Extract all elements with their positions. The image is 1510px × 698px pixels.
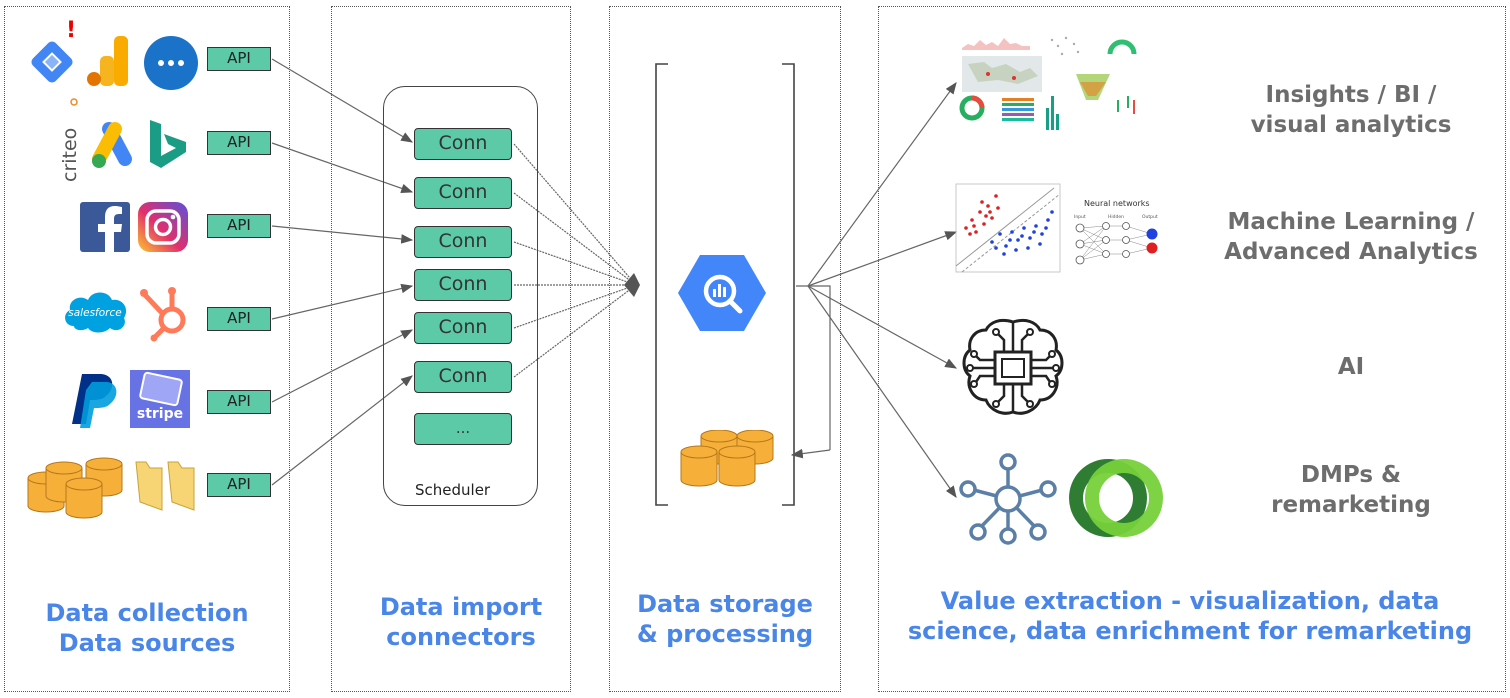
api-box: API [207,307,271,331]
facebook-icon [80,202,130,252]
google-ads-icon [92,121,132,168]
stripe-icon: stripe [130,370,190,428]
dmp-ring-icon [1069,459,1163,537]
dashboard-thumbnail [959,36,1137,130]
output-label-dmp: DMPs & remarketing [1271,462,1431,518]
folder-icon [135,461,195,511]
bigquery-icon [678,255,766,331]
salesforce-logo: salesforce [65,292,127,333]
api-box: API [207,131,271,155]
connector-box: Conn [414,226,512,258]
scheduler-container [383,86,538,506]
criteo-logo: criteo [59,98,81,182]
output-label-ai: AI [1337,354,1365,380]
svg-text:stripe: stripe [137,406,183,422]
connector-box: Conn [414,128,512,160]
svg-text:salesforce: salesforce [68,307,121,319]
storage-database-icon [680,430,774,487]
api-box: API [207,473,271,497]
sources-panel [4,6,290,692]
connector-more-box: ... [414,413,512,445]
scheduler-label: Scheduler [415,481,491,499]
api-box: API [207,390,271,414]
svg-text:Output: Output [1142,214,1158,220]
connectors-panel [331,6,571,692]
alert-icon: ! [66,18,77,43]
output-label-insights: Insights / BI / visual analytics [1250,82,1452,138]
storage-title: Data storage & processing [636,590,814,648]
api-box: API [207,214,271,238]
storage-panel [609,6,841,692]
instagram-icon [138,202,188,252]
hubspot-icon [140,287,186,342]
bing-icon [150,120,186,168]
ml-thumbnail: Neural networks Input Hidden Output [955,183,1158,273]
google-tag-manager-icon [31,41,73,83]
output-label-ml: Machine Learning / Advanced Analytics [1224,209,1478,265]
value-title: Value extraction - visualization, data s… [907,587,1473,645]
value-panel [878,6,1506,692]
sources-title: Data collection Data sources [45,599,249,657]
svg-text:Hidden: Hidden [1108,214,1124,220]
connectors-title: Data import connectors [379,593,543,651]
connector-box: Conn [414,177,512,209]
connector-box: Conn [414,361,512,393]
paypal-icon [72,374,117,428]
svg-text:criteo: criteo [59,128,81,182]
google-analytics-icon [87,36,128,86]
network-hub-icon [959,453,1057,545]
chat-bubble-icon [144,36,198,90]
api-box: API [207,47,271,71]
svg-text:Neural networks: Neural networks [1084,199,1150,208]
database-icon [27,457,123,519]
connector-box: Conn [414,269,512,301]
brain-chip-icon [962,318,1064,415]
svg-text:Input: Input [1074,214,1086,220]
connector-box: Conn [414,312,512,344]
